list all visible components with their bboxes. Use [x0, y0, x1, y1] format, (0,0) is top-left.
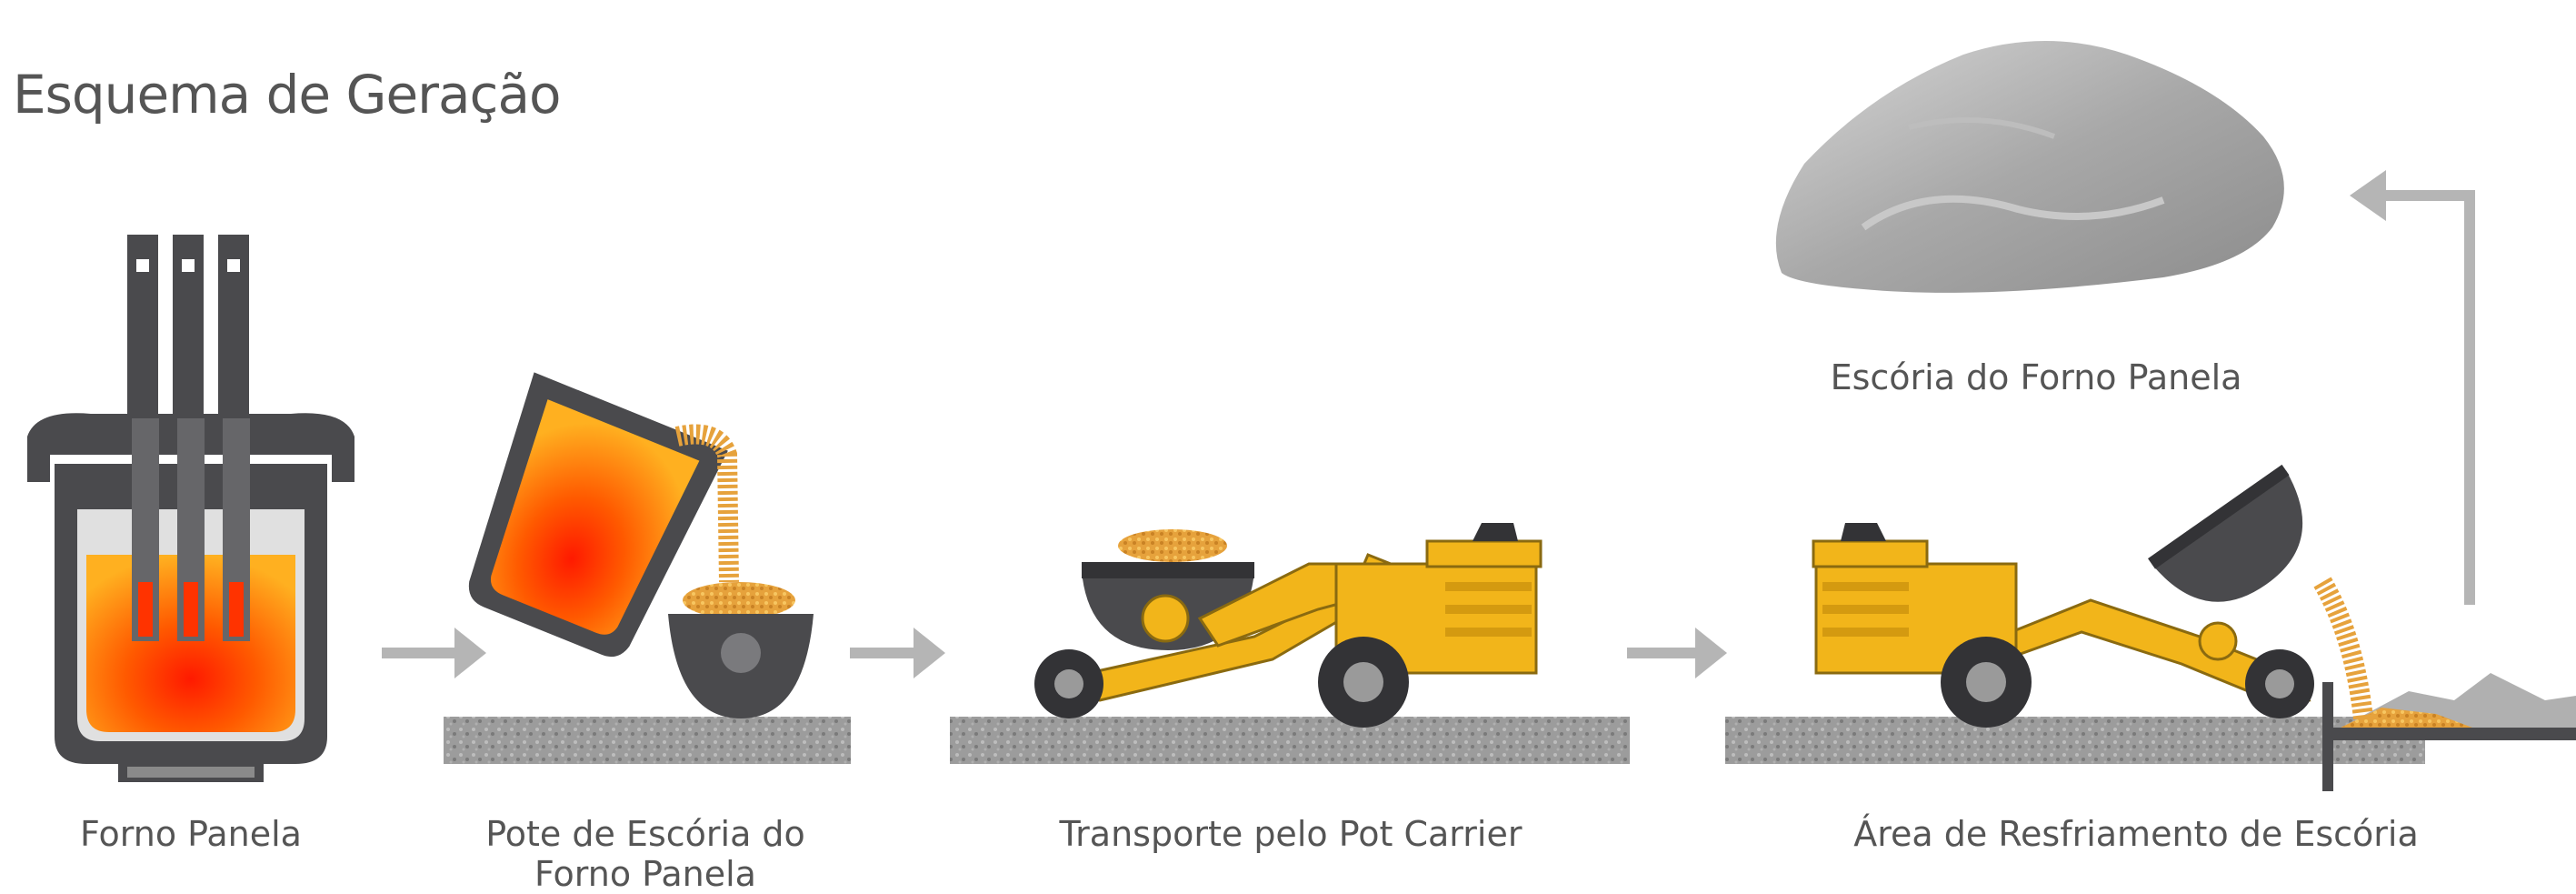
diagram-title: Esquema de Geração	[13, 64, 561, 126]
cooling-area-icon	[1725, 464, 2576, 791]
flow-arrow-2	[850, 628, 945, 678]
step-label-slag-pot-line1: Pote de Escória do	[485, 814, 805, 854]
flow-arrow-3	[1627, 628, 1727, 678]
step-label-slag-pot-line2: Forno Panela	[534, 854, 756, 894]
flow-arrow-return	[2350, 170, 2475, 605]
product-label-slag: Escória do Forno Panela	[1830, 357, 2242, 397]
step-label-ladle-furnace: Forno Panela	[80, 814, 302, 854]
ground-strip	[444, 717, 851, 764]
step-label-pot-carrier: Transporte pelo Pot Carrier	[1059, 814, 1523, 854]
step-label-cooling-area: Área de Resfriamento de Escória	[1853, 814, 2419, 854]
slag-pot-icon	[444, 372, 851, 764]
pot-carrier-icon	[950, 523, 1630, 764]
step-label-slag-pot: Pote de Escória do Forno Panela	[427, 814, 864, 894]
ground-strip	[1725, 717, 2425, 764]
slag-pile-icon	[1775, 41, 2284, 293]
ladle-furnace-icon	[27, 235, 354, 782]
ground-strip	[950, 717, 1630, 764]
flow-arrow-1	[382, 628, 486, 678]
